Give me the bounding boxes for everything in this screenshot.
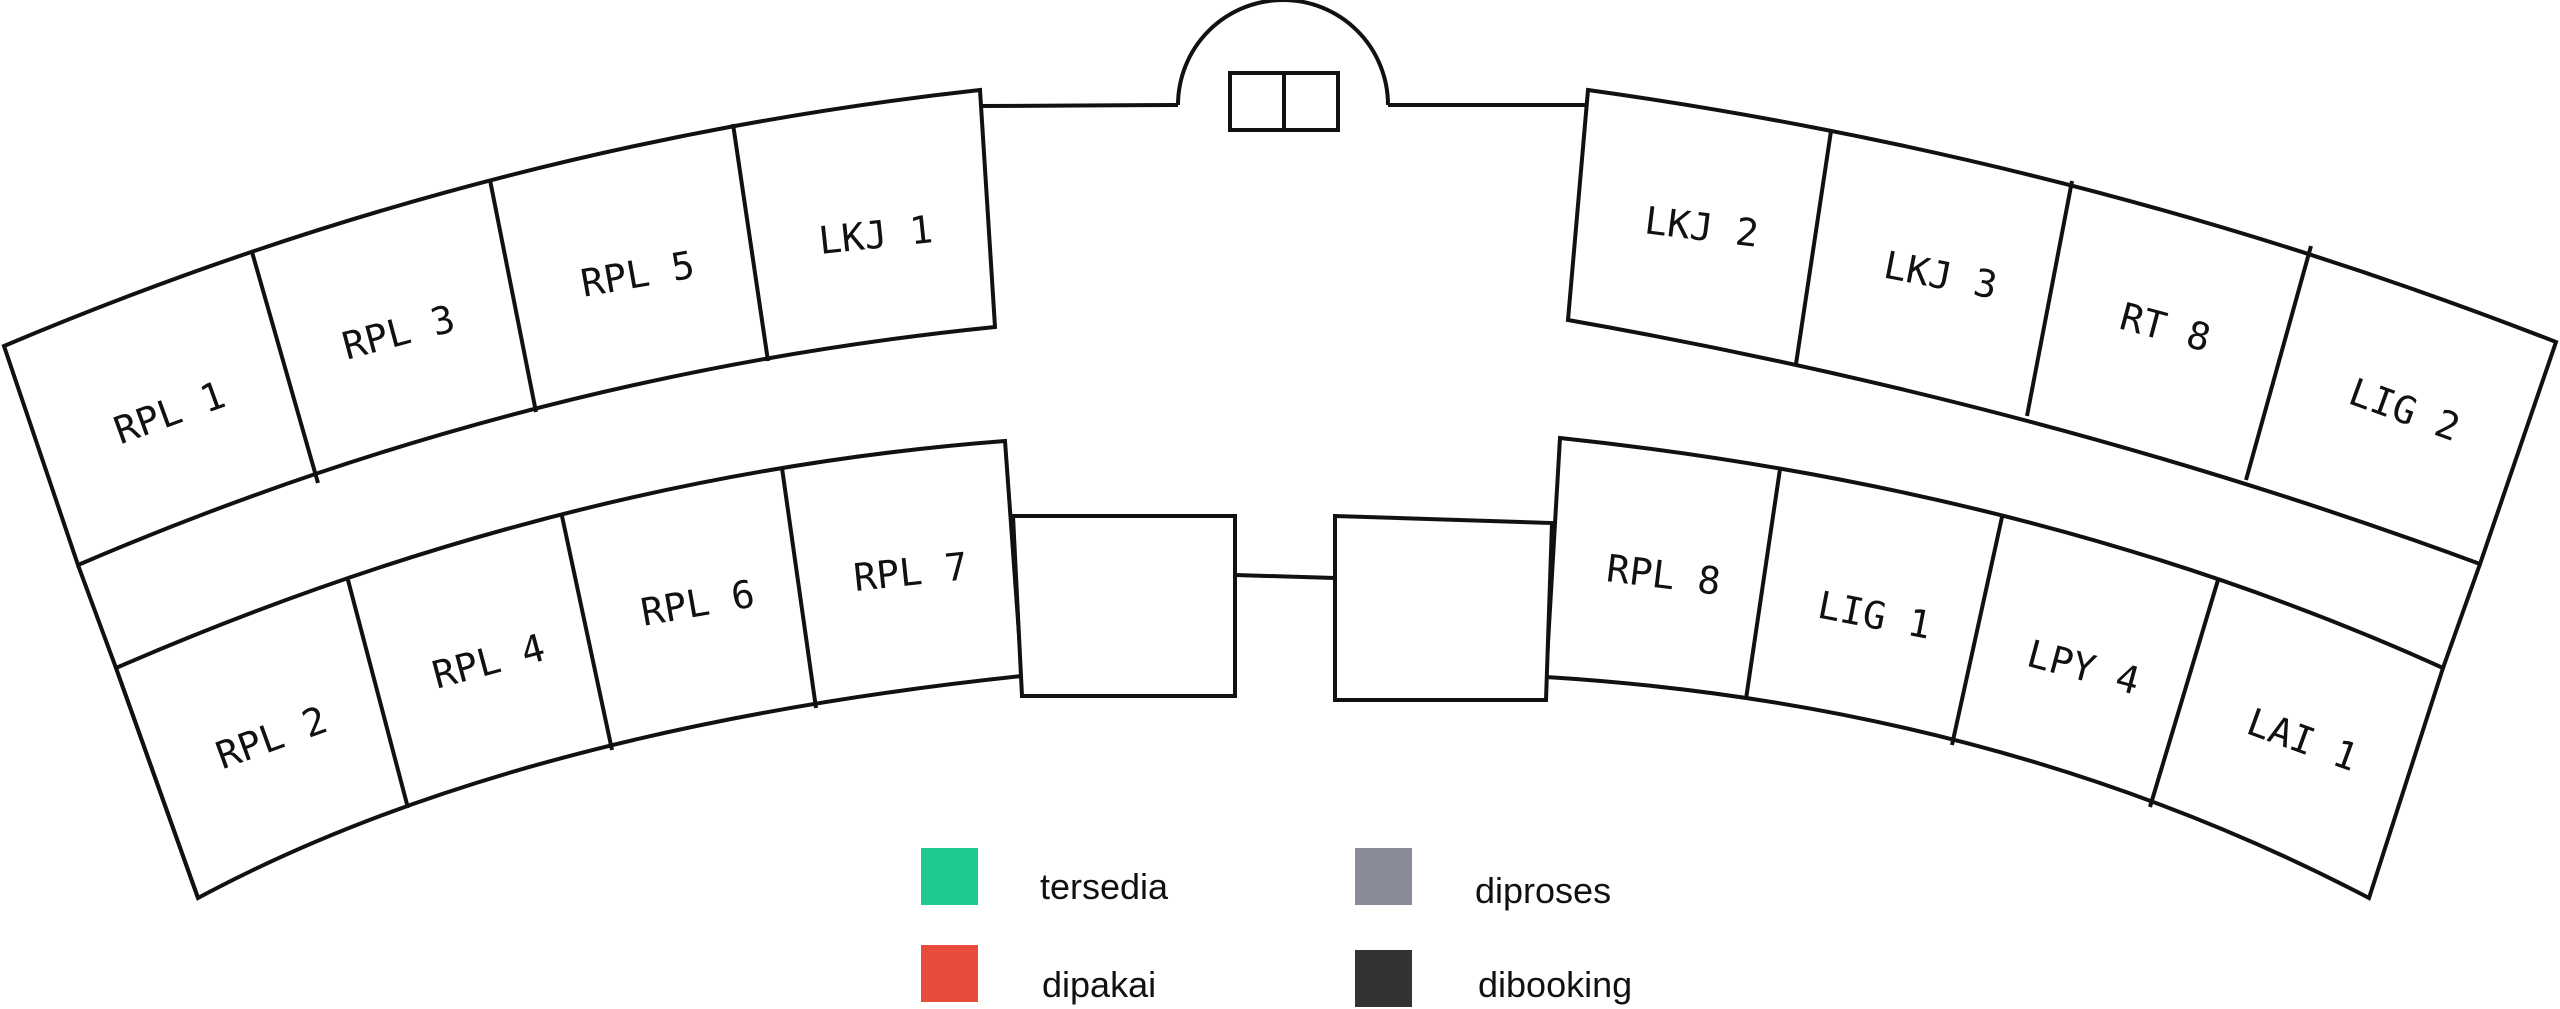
wall-divider	[346, 579, 410, 809]
entrance-door-right[interactable]	[1282, 71, 1340, 132]
right-lower-wing	[1543, 435, 2446, 901]
wall-divider	[250, 251, 320, 484]
left-upper-wing	[1, 87, 998, 568]
center-block-right[interactable]	[1333, 513, 1555, 702]
top-corridor-wall-left	[979, 103, 1179, 108]
central-blocks	[1010, 513, 1555, 702]
legend-item-dibooking: dibooking	[1355, 950, 1632, 1007]
left-wing-connector-wall	[76, 564, 200, 899]
wall-divider	[1794, 130, 1833, 365]
wall-divider	[2025, 180, 2074, 417]
wall-divider	[731, 123, 770, 362]
wall-divider	[2244, 245, 2313, 481]
wall-divider	[560, 515, 614, 751]
entrance-dome	[1176, 0, 1390, 106]
wall-divider	[488, 179, 538, 413]
legend-swatch	[921, 848, 978, 905]
legend-label: tersedia	[1040, 866, 1169, 907]
right-lower-wing-outline	[1543, 435, 2446, 901]
right-upper-wing-outline	[1565, 87, 2559, 567]
legend-swatch	[921, 945, 978, 1002]
right-upper-wing	[1565, 87, 2559, 567]
wall-divider	[2148, 579, 2220, 808]
entrance-door-left[interactable]	[1228, 71, 1286, 132]
legend: tersedia dipakai diproses dibooking	[921, 848, 1632, 1007]
right-wing-connector-wall	[2441, 563, 2482, 669]
center-link-wall	[1234, 573, 1336, 580]
legend-label: dibooking	[1478, 964, 1632, 1005]
legend-label: diproses	[1475, 870, 1611, 911]
legend-item-diproses: diproses	[1355, 848, 1611, 911]
legend-swatch	[1355, 848, 1412, 905]
wall-divider	[780, 467, 818, 709]
center-block-left[interactable]	[1010, 514, 1237, 698]
legend-label: dipakai	[1042, 964, 1156, 1005]
wall-divider	[1744, 468, 1782, 700]
legend-item-dipakai: dipakai	[921, 945, 1156, 1005]
left-lower-wing	[113, 438, 1025, 901]
central-entrance	[979, 0, 1588, 132]
legend-item-tersedia: tersedia	[921, 848, 1169, 907]
left-lower-wing-outline	[113, 438, 1025, 901]
wall-divider	[1950, 516, 2004, 746]
legend-swatch	[1355, 950, 1412, 1007]
